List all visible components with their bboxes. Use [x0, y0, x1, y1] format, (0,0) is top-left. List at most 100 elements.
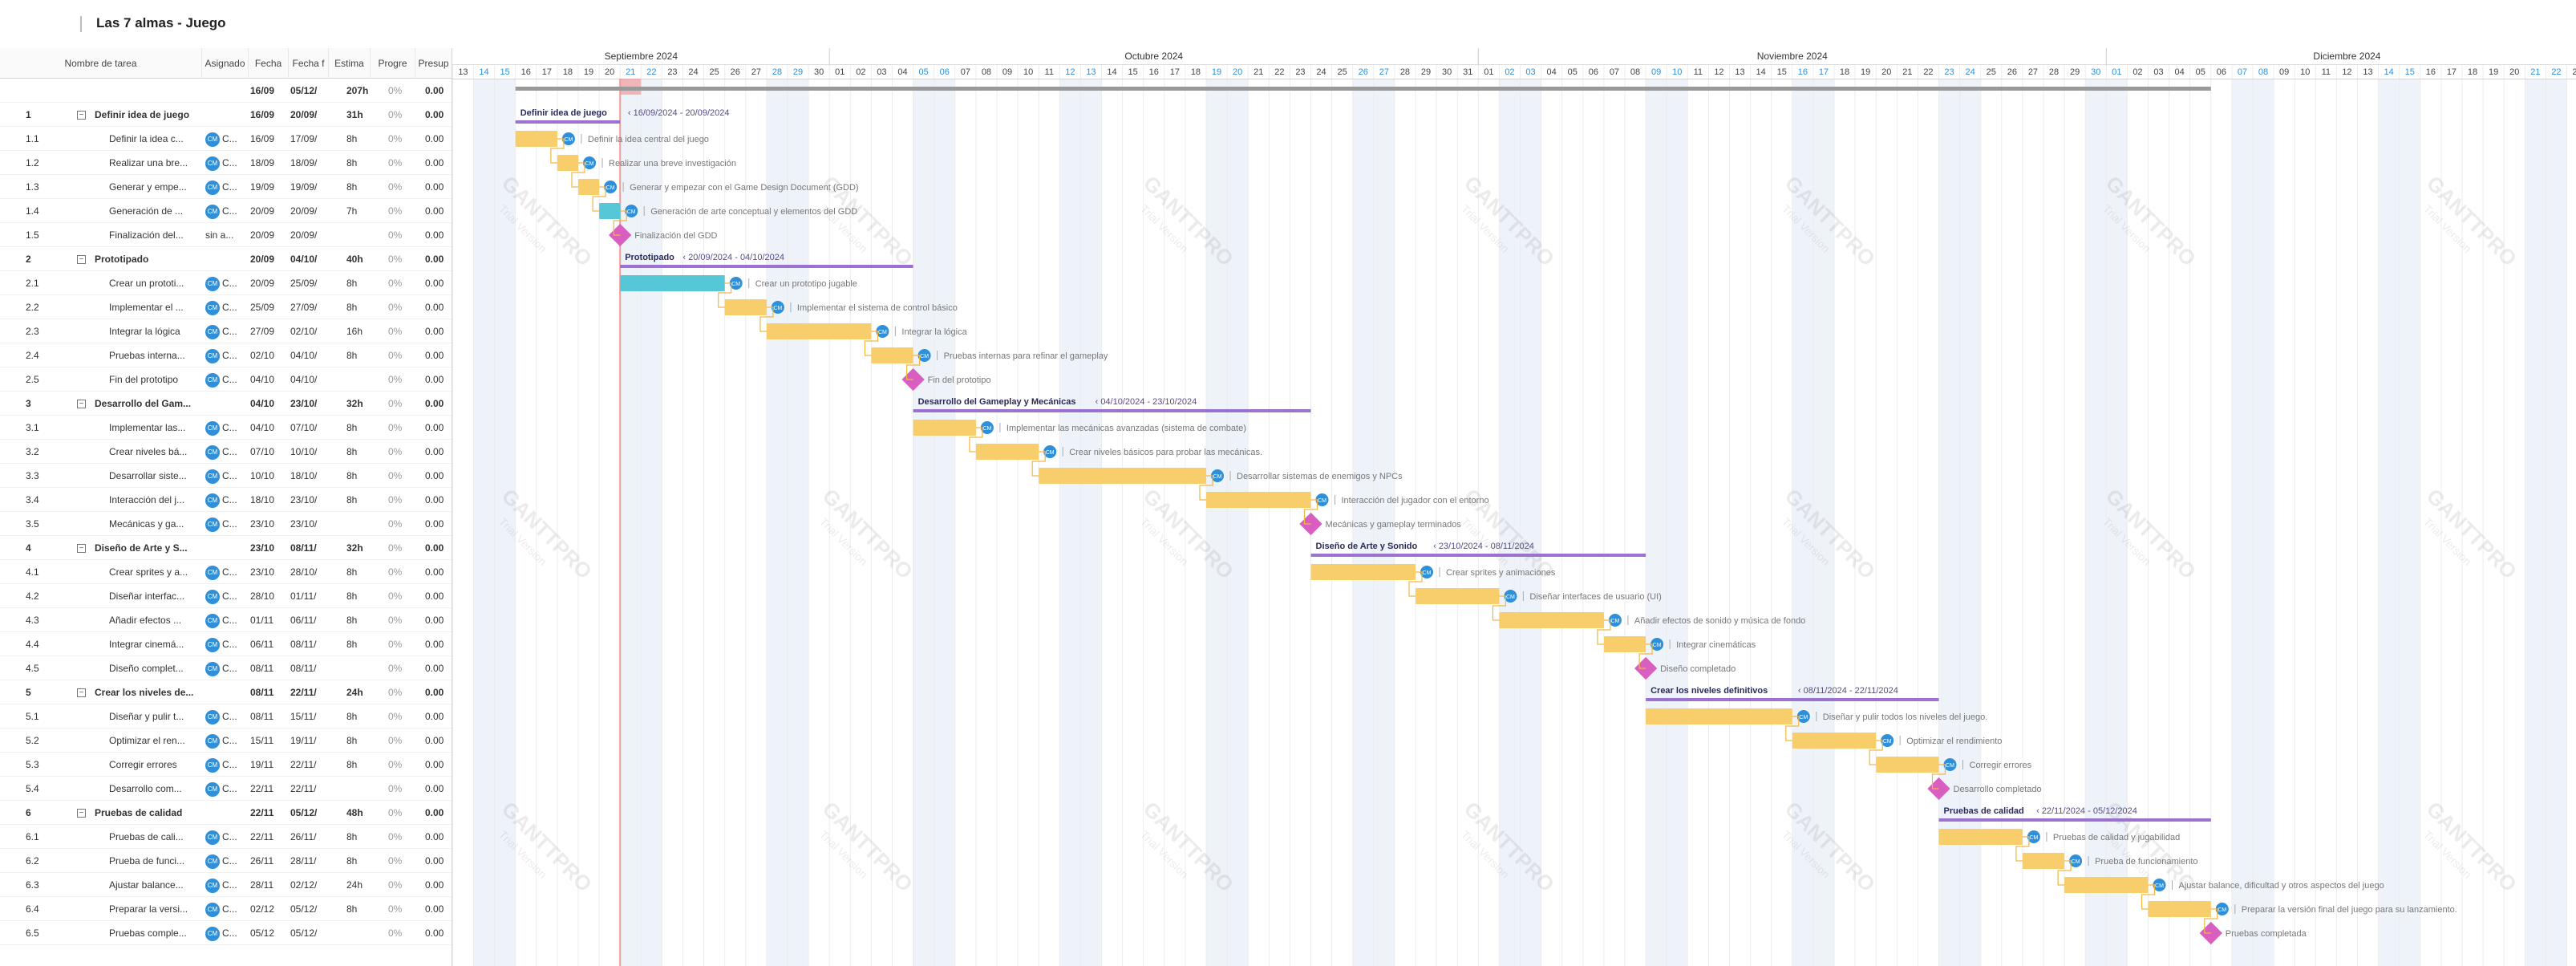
start-date[interactable]: 05/12	[250, 927, 275, 939]
progress-cell[interactable]: 0%	[388, 927, 403, 939]
start-date[interactable]: 18/09	[250, 157, 275, 168]
start-date[interactable]: 18/10	[250, 494, 275, 505]
estimate-cell[interactable]: 32h	[346, 398, 363, 409]
budget-cell[interactable]: 0.00	[425, 205, 444, 217]
col-header-assignee[interactable]: Asignado	[202, 48, 249, 79]
progress-cell[interactable]: 0%	[388, 229, 403, 241]
col-header-end[interactable]: Fecha f	[289, 48, 329, 79]
estimate-cell[interactable]: 8h	[346, 591, 358, 602]
task-name[interactable]: Fin del prototipo	[109, 374, 179, 385]
budget-cell[interactable]: 0.00	[425, 831, 444, 842]
end-date[interactable]: 20/09/	[290, 205, 318, 217]
start-date[interactable]: 20/09	[250, 205, 275, 217]
budget-cell[interactable]: 0.00	[425, 807, 444, 818]
estimate-cell[interactable]	[346, 921, 371, 945]
budget-cell[interactable]: 0.00	[425, 663, 444, 674]
estimate-cell[interactable]	[346, 656, 371, 680]
estimate-cell[interactable]: 40h	[346, 254, 363, 265]
budget-cell[interactable]: 0.00	[425, 759, 444, 770]
end-date[interactable]: 19/11/	[290, 735, 317, 746]
start-date[interactable]: 27/09	[250, 326, 275, 337]
estimate-cell[interactable]: 8h	[346, 735, 358, 746]
collapse-toggle-icon[interactable]: −	[77, 688, 86, 697]
progress-cell[interactable]: 0%	[388, 398, 403, 409]
task-name[interactable]: Crear un prototi...	[109, 278, 184, 289]
budget-cell[interactable]: 0.00	[425, 879, 444, 891]
end-date[interactable]: 19/09/	[290, 181, 318, 193]
estimate-cell[interactable]: 31h	[346, 109, 363, 120]
progress-cell[interactable]: 0%	[388, 663, 403, 674]
estimate-cell[interactable]: 8h	[346, 350, 358, 361]
col-header-budget[interactable]: Presup	[415, 48, 452, 79]
end-date[interactable]: 22/11/	[290, 783, 317, 794]
task-name[interactable]: Implementar las...	[109, 422, 186, 433]
estimate-cell[interactable]: 8h	[346, 566, 358, 578]
progress-cell[interactable]: 0%	[388, 494, 403, 505]
start-date[interactable]: 26/11	[250, 855, 274, 867]
start-date[interactable]: 06/11	[250, 639, 274, 650]
start-date[interactable]: 25/09	[250, 302, 275, 313]
end-date[interactable]: 15/11/	[290, 711, 317, 722]
task-name[interactable]: Implementar el ...	[109, 302, 184, 313]
estimate-cell[interactable]: 24h	[346, 879, 363, 891]
start-date[interactable]: 04/10	[250, 398, 275, 409]
task-name[interactable]: Desarrollar siste...	[109, 470, 187, 481]
budget-cell[interactable]: 0.00	[425, 591, 444, 602]
end-date[interactable]: 06/11/	[290, 615, 317, 626]
end-date[interactable]: 04/10/	[290, 254, 318, 265]
progress-cell[interactable]: 0%	[388, 350, 403, 361]
collapse-toggle-icon[interactable]: −	[77, 544, 86, 553]
estimate-cell[interactable]: 8h	[346, 133, 358, 144]
task-name[interactable]: Crear niveles bá...	[109, 446, 188, 457]
progress-cell[interactable]: 0%	[388, 254, 403, 265]
budget-cell[interactable]: 0.00	[425, 446, 444, 457]
task-name[interactable]: Definir idea de juego	[95, 109, 190, 120]
task-name[interactable]: Optimizar el ren...	[109, 735, 185, 746]
task-name[interactable]: Definir la idea c...	[109, 133, 184, 144]
start-date[interactable]: 16/09	[250, 133, 275, 144]
task-name[interactable]: Generación de ...	[109, 205, 184, 217]
start-date[interactable]: 23/10	[250, 542, 275, 554]
end-date[interactable]: 05/12/	[290, 927, 318, 939]
estimate-cell[interactable]	[346, 512, 371, 536]
budget-cell[interactable]: 0.00	[425, 157, 444, 168]
start-date[interactable]: 22/11	[250, 831, 274, 842]
task-name[interactable]: Integrar cinemá...	[109, 639, 184, 650]
col-header-estimate[interactable]: Estima	[329, 48, 371, 79]
budget-cell[interactable]: 0.00	[425, 278, 444, 289]
budget-cell[interactable]: 0.00	[425, 494, 444, 505]
task-name[interactable]: Añadir efectos ...	[109, 615, 182, 626]
end-date[interactable]: 02/10/	[290, 326, 318, 337]
start-date[interactable]: 22/11	[250, 783, 274, 794]
task-name[interactable]: Diseñar y pulir t...	[109, 711, 184, 722]
col-header-progress[interactable]: Progre	[371, 48, 415, 79]
end-date[interactable]: 22/11/	[290, 687, 317, 698]
progress-cell[interactable]: 0%	[388, 591, 403, 602]
collapse-toggle-icon[interactable]: −	[77, 255, 86, 264]
estimate-cell[interactable]	[346, 777, 371, 801]
task-name[interactable]: Pruebas interna...	[109, 350, 185, 361]
budget-cell[interactable]: 0.00	[425, 735, 444, 746]
